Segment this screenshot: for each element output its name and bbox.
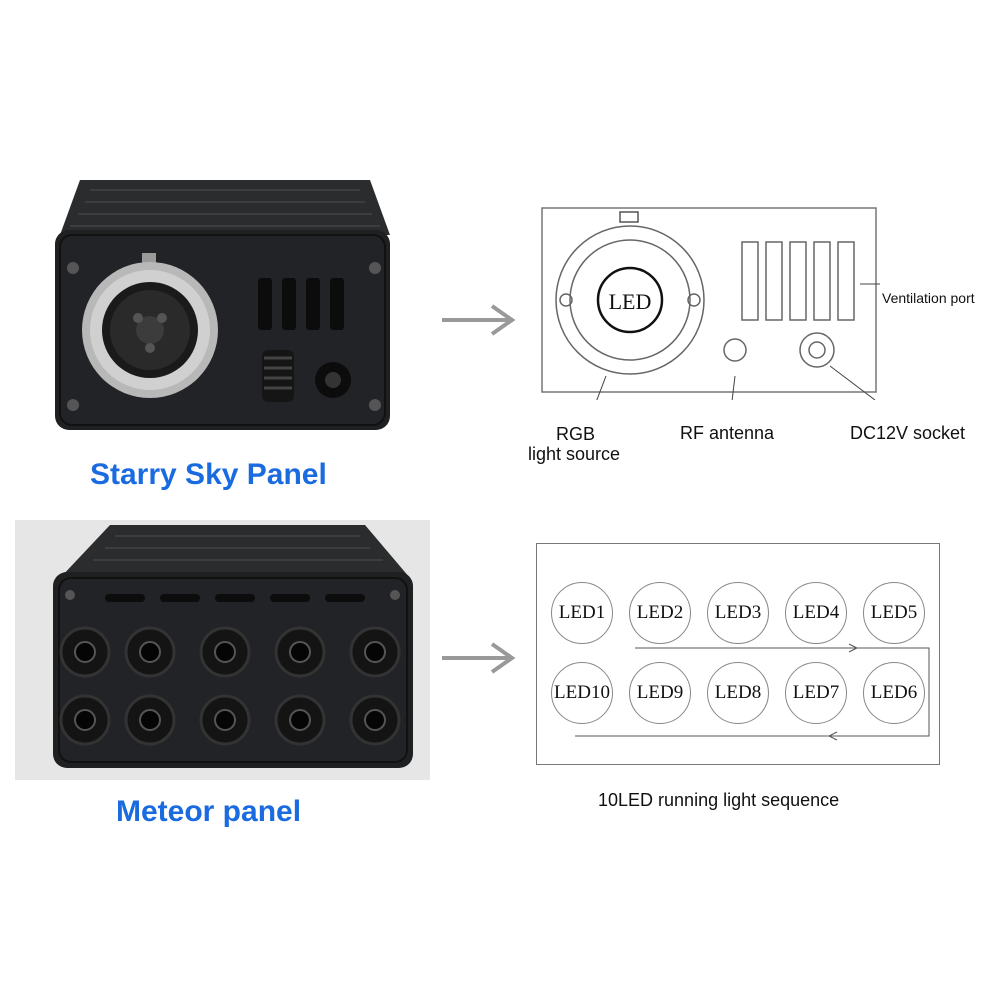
- dc-socket: [315, 362, 351, 398]
- led-circle: LED2: [629, 582, 691, 644]
- rgb-label-line2: light source: [528, 444, 621, 464]
- starry-diagram: LED: [541, 207, 880, 400]
- rf-antenna: [262, 350, 294, 402]
- starry-panel-title: Starry Sky Panel: [90, 458, 327, 491]
- sequence-caption: 10LED running light sequence: [598, 790, 840, 810]
- connector-row-top: [59, 626, 401, 678]
- sequence-lines: [575, 643, 930, 741]
- rgb-label-line1: RGB: [556, 424, 596, 444]
- arrow-right-icon: [442, 642, 516, 674]
- screw-icon: [67, 399, 79, 411]
- diagram-led-label: LED: [609, 289, 652, 314]
- meteor-panel-title: Meteor panel: [116, 795, 302, 828]
- meteor-diagram: LED1 LED2 LED3 LED4 LED5 LED10 LED9 LED8 LED7 LE…: [536, 543, 940, 765]
- rgb-light-source: [82, 253, 218, 398]
- ventilation-port-label: Ventilation port: [882, 290, 975, 306]
- arrow-right-icon: [442, 304, 516, 336]
- screw-icon: [369, 399, 381, 411]
- led-circle: LED4: [785, 582, 847, 644]
- screw-icon: [67, 262, 79, 274]
- heatsink-fins: [60, 180, 390, 235]
- led-circle: LED7: [785, 662, 847, 724]
- led-circle: LED8: [707, 662, 769, 724]
- connector-row-bottom: [59, 694, 401, 746]
- led-circle: LED5: [863, 582, 925, 644]
- led-circle: LED10: [551, 662, 613, 724]
- led-circle: LED3: [707, 582, 769, 644]
- led-circle: LED9: [629, 662, 691, 724]
- dc-socket-label: DC12V socket: [850, 423, 966, 443]
- led-circle: LED6: [863, 662, 925, 724]
- screw-icon: [390, 590, 400, 600]
- screw-icon: [369, 262, 381, 274]
- led-circle: LED1: [551, 582, 613, 644]
- ventilation-slots: [258, 278, 344, 330]
- screw-icon: [65, 590, 75, 600]
- rf-antenna-label: RF antenna: [680, 423, 775, 443]
- starry-device-photo: [0, 160, 430, 460]
- meteor-device-photo: [15, 520, 430, 780]
